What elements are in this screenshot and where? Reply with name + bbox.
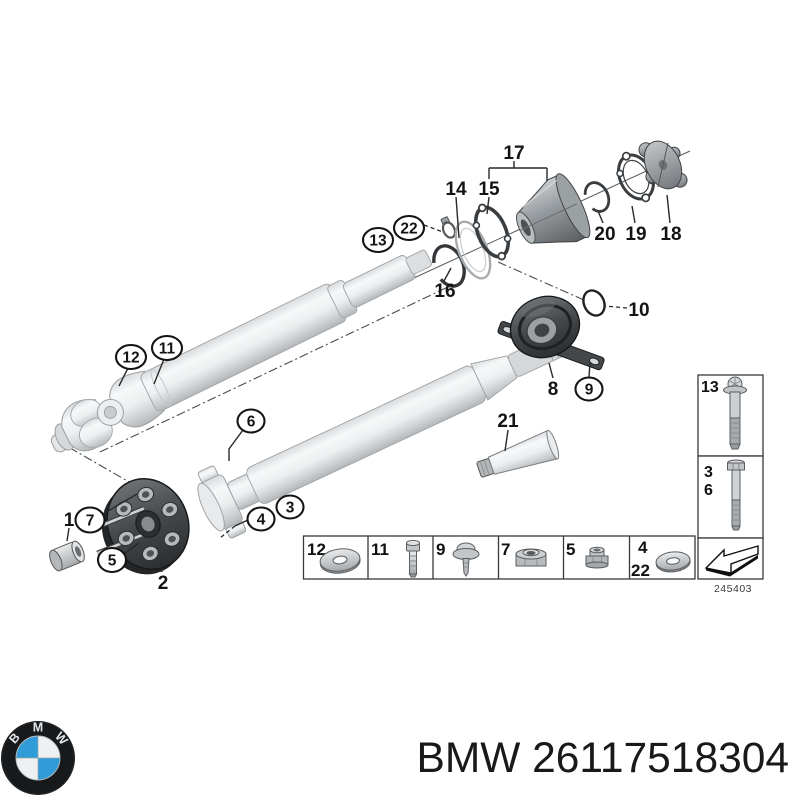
callout-2: 2 [158, 573, 169, 594]
svg-text:4: 4 [257, 512, 266, 529]
bmw-logo: B M W [1, 721, 75, 795]
center-bearing [497, 295, 605, 371]
svg-text:7: 7 [86, 513, 95, 530]
panel-label-13: 13 [701, 379, 719, 396]
strip-label-12: 12 [307, 540, 326, 559]
callout-14: 14 [445, 179, 467, 200]
gasket-15 [472, 203, 512, 261]
strip-label-5: 5 [566, 540, 575, 559]
snap-ring-20 [583, 181, 611, 213]
svg-text:11: 11 [159, 341, 176, 358]
drawing-number: 245403 [714, 583, 752, 595]
callouts: 17 14 15 16 20 19 18 10 8 21 1 2 13 22 1… [64, 143, 682, 594]
callout-12: 12 [114, 343, 148, 371]
lock-nut-icon [585, 546, 609, 569]
svg-text:22: 22 [400, 221, 417, 238]
svg-text:3: 3 [286, 500, 295, 517]
side-panel: 13 3 6 [697, 374, 764, 580]
collar-nut-icon [515, 548, 547, 567]
svg-text:6: 6 [247, 414, 256, 431]
flange-screw-icon [452, 542, 480, 577]
direction-arrow-icon [704, 545, 759, 577]
callout-16: 16 [434, 281, 455, 302]
callout-18: 18 [660, 224, 681, 245]
hose-clamp [440, 216, 457, 239]
callout-1: 1 [64, 510, 75, 531]
callout-20: 20 [594, 224, 615, 245]
flex-disc [87, 478, 190, 575]
callout-21: 21 [497, 411, 519, 432]
strip-label-22: 22 [631, 561, 650, 580]
joint-cover-18 [638, 140, 688, 190]
svg-text:9: 9 [585, 382, 594, 399]
callout-22: 22 [392, 214, 426, 242]
strip-label-11: 11 [371, 540, 389, 559]
strip-label-9: 9 [436, 540, 445, 559]
svg-text:5: 5 [108, 553, 117, 570]
washer-icon-2 [655, 551, 691, 573]
rear-shaft-tube [246, 365, 486, 504]
callout-5: 5 [96, 546, 128, 574]
strip-label-7: 7 [501, 540, 510, 559]
cv-joint [516, 173, 591, 244]
svg-text:13: 13 [369, 233, 387, 250]
callout-8: 8 [548, 379, 559, 400]
svg-text:12: 12 [122, 350, 139, 367]
callout-3: 3 [275, 494, 305, 520]
callout-11: 11 [150, 334, 184, 362]
panel-label-6: 6 [704, 482, 713, 499]
callout-7: 7 [74, 506, 106, 534]
callout-13: 13 [361, 226, 395, 254]
washer-icon [319, 548, 361, 574]
logo-letter-m: M [33, 721, 43, 735]
callout-15: 15 [478, 179, 500, 200]
callout-10: 10 [628, 300, 649, 321]
callout-6: 6 [236, 408, 266, 434]
part-number-text: BMW 26117518304 [416, 735, 789, 782]
callout-4: 4 [246, 506, 276, 532]
torx-flange-bolt-icon [723, 376, 747, 450]
callout-19: 19 [625, 224, 646, 245]
o-ring [582, 289, 606, 317]
leader-lines [66, 161, 671, 573]
panel-label-3: 3 [704, 464, 713, 481]
centering-bushing [49, 540, 85, 572]
front-driveshaft [50, 249, 432, 453]
grease-tube [476, 429, 560, 478]
callout-9: 9 [574, 376, 604, 402]
hex-bolt-long-icon [727, 459, 745, 531]
strip-label-4: 4 [638, 538, 648, 557]
hex-bolt-icon [406, 539, 420, 578]
callout-17: 17 [503, 143, 524, 164]
parts-strip: 12 11 9 7 5 4 22 [302, 535, 696, 580]
